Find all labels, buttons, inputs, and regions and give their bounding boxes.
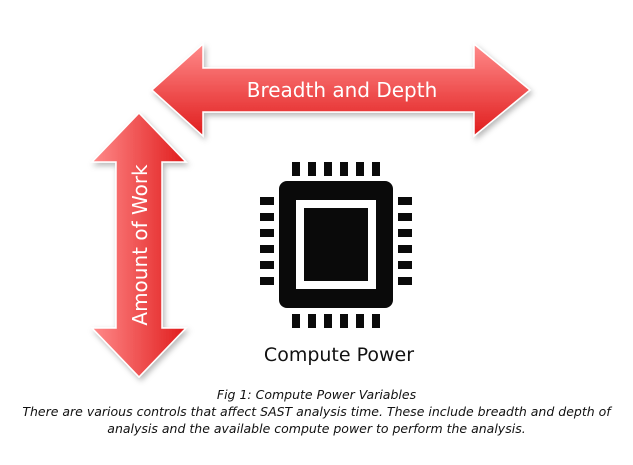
breadth-depth-label: Breadth and Depth xyxy=(247,78,438,102)
compute-power-label: Compute Power xyxy=(264,344,414,366)
amount-of-work-arrow: Amount of Work xyxy=(90,111,188,379)
caption-title: Fig 1: Compute Power Variables xyxy=(216,387,417,402)
figure-caption: Fig 1: Compute Power Variables There are… xyxy=(0,386,633,437)
caption-line-1: There are various controls that affect S… xyxy=(22,404,611,419)
caption-line-2: analysis and the available compute power… xyxy=(107,421,526,436)
cpu-chip-icon xyxy=(260,162,412,328)
chip-right-pins xyxy=(398,197,412,285)
amount-of-work-label: Amount of Work xyxy=(128,164,152,326)
chip-top-pins xyxy=(292,162,380,176)
amount-of-work-arrow-shape xyxy=(90,111,188,379)
breadth-depth-arrow-shape xyxy=(150,42,532,138)
breadth-depth-arrow: Breadth and Depth xyxy=(150,42,532,138)
chip-left-pins xyxy=(260,197,274,285)
chip-core xyxy=(304,208,368,281)
chip-bottom-pins xyxy=(292,314,380,328)
